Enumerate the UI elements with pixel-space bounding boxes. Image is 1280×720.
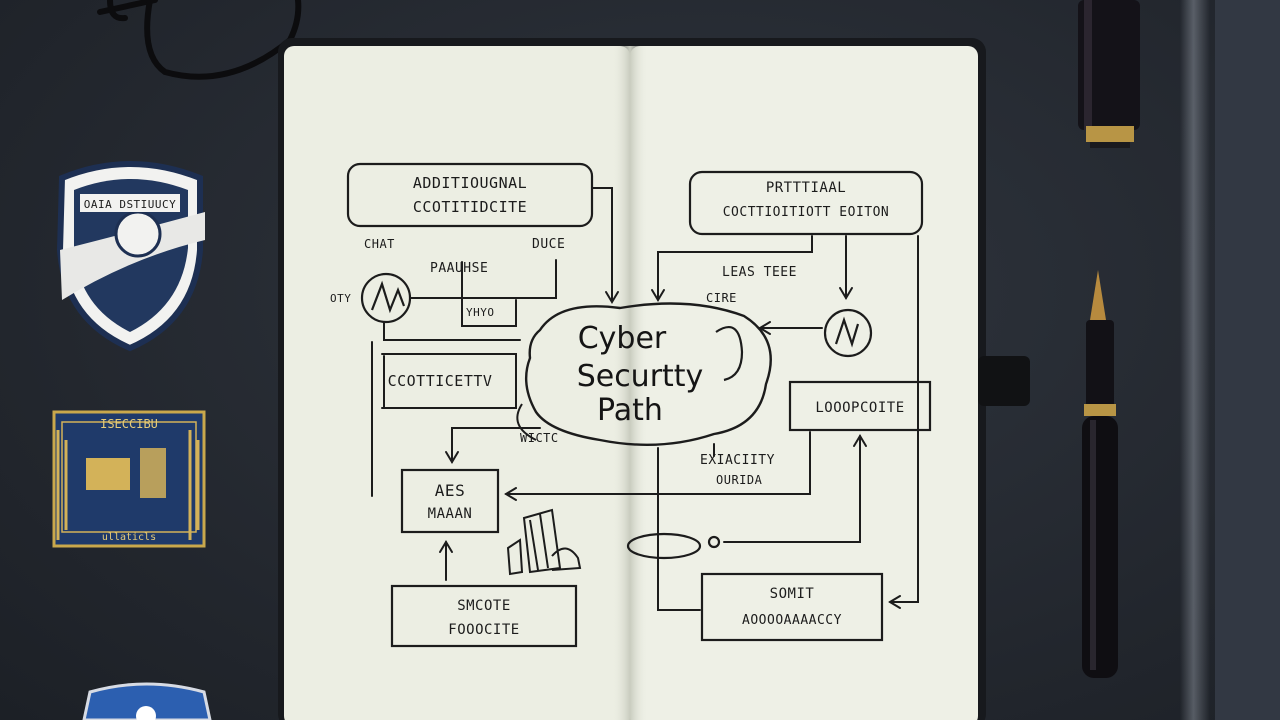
annotation-chat: CHAT <box>364 237 395 251</box>
annotation-ourida: OURIDA <box>716 473 763 487</box>
annotation-oty: OTY <box>330 292 351 305</box>
annotation-pauhse: PAAUHSE <box>430 261 488 276</box>
box-top-left-line2: CCOTITIDCITE <box>413 198 527 216</box>
box-bottom-left <box>390 584 578 648</box>
box-top-right <box>688 170 924 236</box>
center-cloud <box>524 302 772 446</box>
box-aes-line2: MAAAN <box>428 506 473 522</box>
box-bottom-right-line1: SOMIT <box>770 586 815 602</box>
chip-badge-footer: ullaticls <box>102 532 156 543</box>
center-title-line2: Securtty <box>577 359 704 394</box>
pen-cap <box>1078 0 1140 148</box>
fountain-pen <box>1082 270 1118 678</box>
box-bottom-right-line2: AOOOOAAAACCY <box>742 613 842 628</box>
circle-right-scribble <box>834 316 860 348</box>
box-mid-left-line1: CCOTTICETTV <box>388 372 493 390</box>
box-texts: ADDITIOUGNAL CCOTITIDCITE PRTTTIAAL COCT… <box>388 174 905 638</box>
diagram-boxes <box>346 162 932 648</box>
chip-badge: ISECCIBU ullaticls <box>52 410 206 548</box>
circle-right <box>823 308 873 358</box>
notebook-gutter <box>612 46 648 720</box>
cloud-tail <box>516 403 537 441</box>
center-title-line1: Cyber <box>578 321 667 356</box>
oval-bottom <box>626 532 702 560</box>
box-aes-line1: AES <box>435 481 465 500</box>
center-title: Cyber Securtty Path <box>577 321 704 428</box>
box-top-left <box>346 162 594 228</box>
cloud-sketch <box>715 326 744 382</box>
shield-badge: OAIA DSTIUUCY <box>56 161 205 352</box>
annotation-yhyo: YHYO <box>466 306 495 319</box>
box-mid-right-line1: LOOOPCOITE <box>815 400 904 416</box>
chip-badge-text: ISECCIBU <box>100 417 158 431</box>
annotations: CHAT DUCE PAAUHSE OTY YHYO LEAS TEEE CIR… <box>330 237 797 487</box>
glasses <box>97 0 302 80</box>
notebook-left-page <box>284 46 630 720</box>
annotation-duce: DUCE <box>532 237 565 252</box>
box-aes <box>400 468 500 534</box>
oval-dot <box>707 535 721 549</box>
annotation-wictc: WICTC <box>520 431 559 445</box>
annotation-cire: CIRE <box>706 291 737 305</box>
box-bottom-left-line1: SMCOTE <box>457 598 511 614</box>
box-top-right-line1: PRTTTIAAL <box>766 180 846 196</box>
bottom-badge <box>82 682 212 720</box>
light-stripe <box>1180 0 1210 720</box>
annotation-exiaciity: EXIACIITY <box>700 453 775 468</box>
box-top-left-line1: ADDITIOUGNAL <box>413 174 527 192</box>
diagram-connectors <box>371 187 919 611</box>
jar-sketch <box>506 508 582 576</box>
shield-badge-text: OAIA DSTIUUCY <box>84 198 177 211</box>
center-title-line3: Path <box>597 393 663 428</box>
box-mid-right <box>788 380 932 432</box>
diagram-circles <box>360 272 873 560</box>
box-bottom-left-line2: FOOOCITE <box>448 622 519 638</box>
desk-edge <box>1215 0 1280 720</box>
circle-left-scribble <box>370 280 406 314</box>
notebook-elastic <box>978 356 1030 406</box>
circle-left <box>360 272 412 324</box>
box-top-right-line2: COCTTIOITIOTT EOITON <box>723 205 890 220</box>
annotation-leas-teee: LEAS TEEE <box>722 265 797 280</box>
box-bottom-right <box>700 572 884 642</box>
